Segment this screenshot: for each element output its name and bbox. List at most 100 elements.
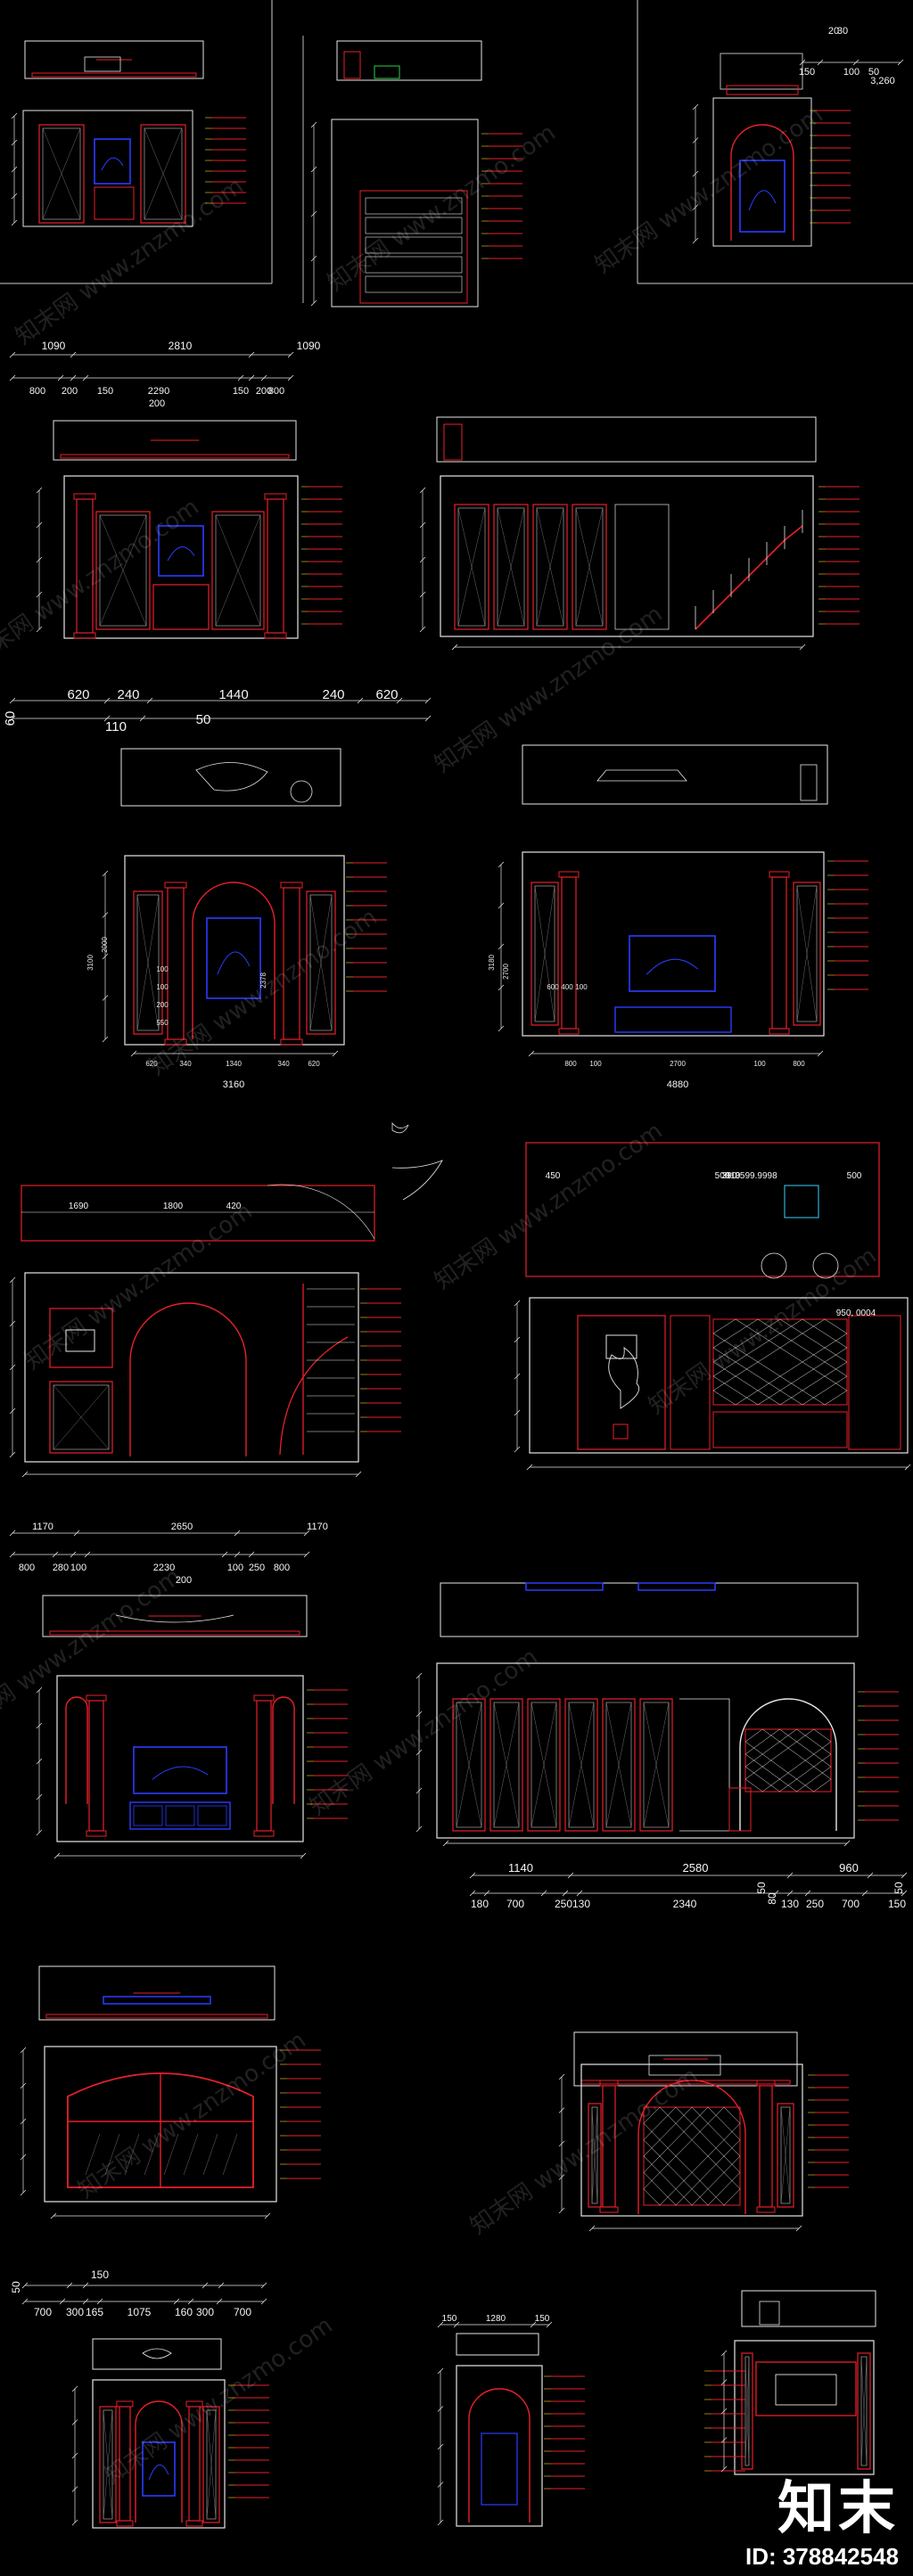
dimension-tick bbox=[867, 1872, 874, 1879]
corner-bracket bbox=[391, 1160, 443, 1201]
dimension-tick bbox=[558, 2073, 565, 2080]
cabinet-panel bbox=[639, 1698, 673, 1832]
lattice-line bbox=[723, 2188, 741, 2206]
dimension-tick bbox=[21, 2282, 29, 2289]
lattice-line bbox=[643, 2106, 661, 2124]
dimension-tick bbox=[237, 374, 244, 381]
lattice-line bbox=[824, 1390, 848, 1406]
panel-diagonal bbox=[99, 514, 147, 627]
dimension-tick bbox=[70, 351, 77, 358]
dimension-tick bbox=[73, 1530, 80, 1537]
cabinet-inner-frame bbox=[531, 1702, 557, 1828]
tv-ornament bbox=[167, 546, 195, 562]
panel-diagonal bbox=[103, 2409, 113, 2520]
tv-screen bbox=[206, 917, 261, 999]
elevation-dimension: 1340 bbox=[226, 1060, 242, 1068]
dimension-tick bbox=[9, 1551, 16, 1558]
lattice-line bbox=[707, 2172, 741, 2206]
plan-view-window bbox=[637, 1582, 716, 1591]
console-cabinet bbox=[94, 186, 135, 220]
dimension-tick bbox=[9, 1407, 16, 1415]
plan-view-outline bbox=[120, 748, 341, 807]
column-base bbox=[756, 2206, 776, 2213]
bottom-dimension: 300 bbox=[196, 2306, 214, 2318]
column-base bbox=[558, 1028, 580, 1035]
dimension-tick bbox=[419, 487, 426, 494]
bottom-dimension: 200 bbox=[256, 386, 272, 397]
fireplace bbox=[152, 584, 210, 630]
dimension-tick bbox=[36, 556, 43, 563]
bottom-dimension: 100 bbox=[227, 1563, 243, 1573]
top-dimension: 1170 bbox=[307, 1522, 328, 1532]
lattice-line bbox=[712, 1390, 736, 1406]
panel-dividers bbox=[0, 0, 913, 284]
plan-view-wall bbox=[45, 2014, 268, 2019]
cabinet-panel bbox=[493, 504, 529, 630]
cabinet-panel bbox=[489, 1698, 523, 1832]
dimension-tick bbox=[720, 2379, 728, 2385]
lattice-line bbox=[643, 2106, 709, 2173]
lattice-line bbox=[757, 1347, 848, 1406]
dimension-tick bbox=[303, 1530, 310, 1537]
dimension-tick bbox=[71, 2419, 78, 2425]
cabinet-inner-frame bbox=[536, 507, 564, 627]
tv-screen bbox=[629, 935, 716, 992]
elevation-frame bbox=[44, 2046, 277, 2203]
bottom-dimension: 200 bbox=[62, 386, 78, 397]
arch-opening bbox=[739, 1698, 837, 1831]
tv-screen bbox=[481, 2432, 518, 2506]
plan-dimension: 1690 bbox=[69, 1202, 89, 1211]
cabinet-panel bbox=[793, 882, 821, 1026]
dimension-tick bbox=[588, 2225, 596, 2232]
dimension-tick bbox=[861, 1890, 868, 1897]
dimension-tick bbox=[303, 1551, 310, 1558]
plan-dimension: 500 bbox=[847, 1171, 862, 1181]
elevation-dimension: 600 bbox=[547, 983, 559, 991]
bottom-dimension: 700 bbox=[506, 1898, 524, 1910]
lattice-line bbox=[659, 2123, 741, 2206]
plan-view-outline bbox=[436, 416, 817, 463]
lattice-line bbox=[643, 2139, 709, 2206]
bottom-dimension: 700 bbox=[842, 1898, 860, 1910]
dimension-tick bbox=[483, 1890, 490, 1897]
arch-opening bbox=[637, 2080, 746, 2214]
plan-dimension: 390 bbox=[722, 1171, 737, 1181]
lattice-line bbox=[744, 1728, 763, 1743]
cabinet-panel bbox=[532, 504, 568, 630]
cabinet-panel bbox=[777, 2103, 794, 2208]
plan-circle bbox=[812, 1252, 839, 1279]
panel-diagonal bbox=[860, 2356, 868, 2466]
dimension-tick bbox=[720, 2408, 728, 2415]
dimension-tick bbox=[451, 644, 458, 651]
cabinet-panel bbox=[95, 511, 151, 630]
plan-dimension: 3,260 bbox=[870, 76, 895, 86]
bottom-dimension: 700 bbox=[234, 2306, 251, 2318]
plan-dimension: 500 bbox=[715, 1171, 730, 1181]
plan-view-outline bbox=[456, 2333, 539, 2356]
lattice-line bbox=[707, 2106, 741, 2140]
dimension-tick bbox=[514, 1409, 521, 1416]
dimension-tick bbox=[82, 374, 89, 381]
elevation-dimension: 620 bbox=[308, 1060, 320, 1068]
panel-diagonal bbox=[605, 1702, 632, 1828]
top-dimension: 1440 bbox=[218, 687, 248, 702]
lattice-line bbox=[712, 1318, 759, 1349]
dimension-tick bbox=[218, 2282, 225, 2289]
dimension-tick bbox=[300, 1852, 307, 1859]
tv-ornament bbox=[748, 190, 777, 211]
top-dimension: 960 bbox=[839, 1861, 859, 1875]
dimension-tick bbox=[558, 2174, 565, 2180]
elevation-dimension: 400 bbox=[561, 983, 573, 991]
plan-ornament bbox=[115, 1614, 234, 1623]
plan-view-outline bbox=[24, 40, 204, 79]
plan-view-detail bbox=[596, 769, 687, 782]
bottom-dimension: 200 bbox=[176, 1575, 192, 1586]
dimension-tick bbox=[692, 204, 699, 210]
dimension-tick bbox=[498, 1025, 505, 1032]
elevation-dimension: 100 bbox=[753, 1060, 766, 1068]
top-dimension: 150 bbox=[91, 2268, 109, 2281]
dimension-tick bbox=[786, 1872, 794, 1879]
tv-screen bbox=[94, 138, 131, 185]
dimension-tick bbox=[310, 299, 317, 307]
lattice-line bbox=[735, 1318, 848, 1391]
